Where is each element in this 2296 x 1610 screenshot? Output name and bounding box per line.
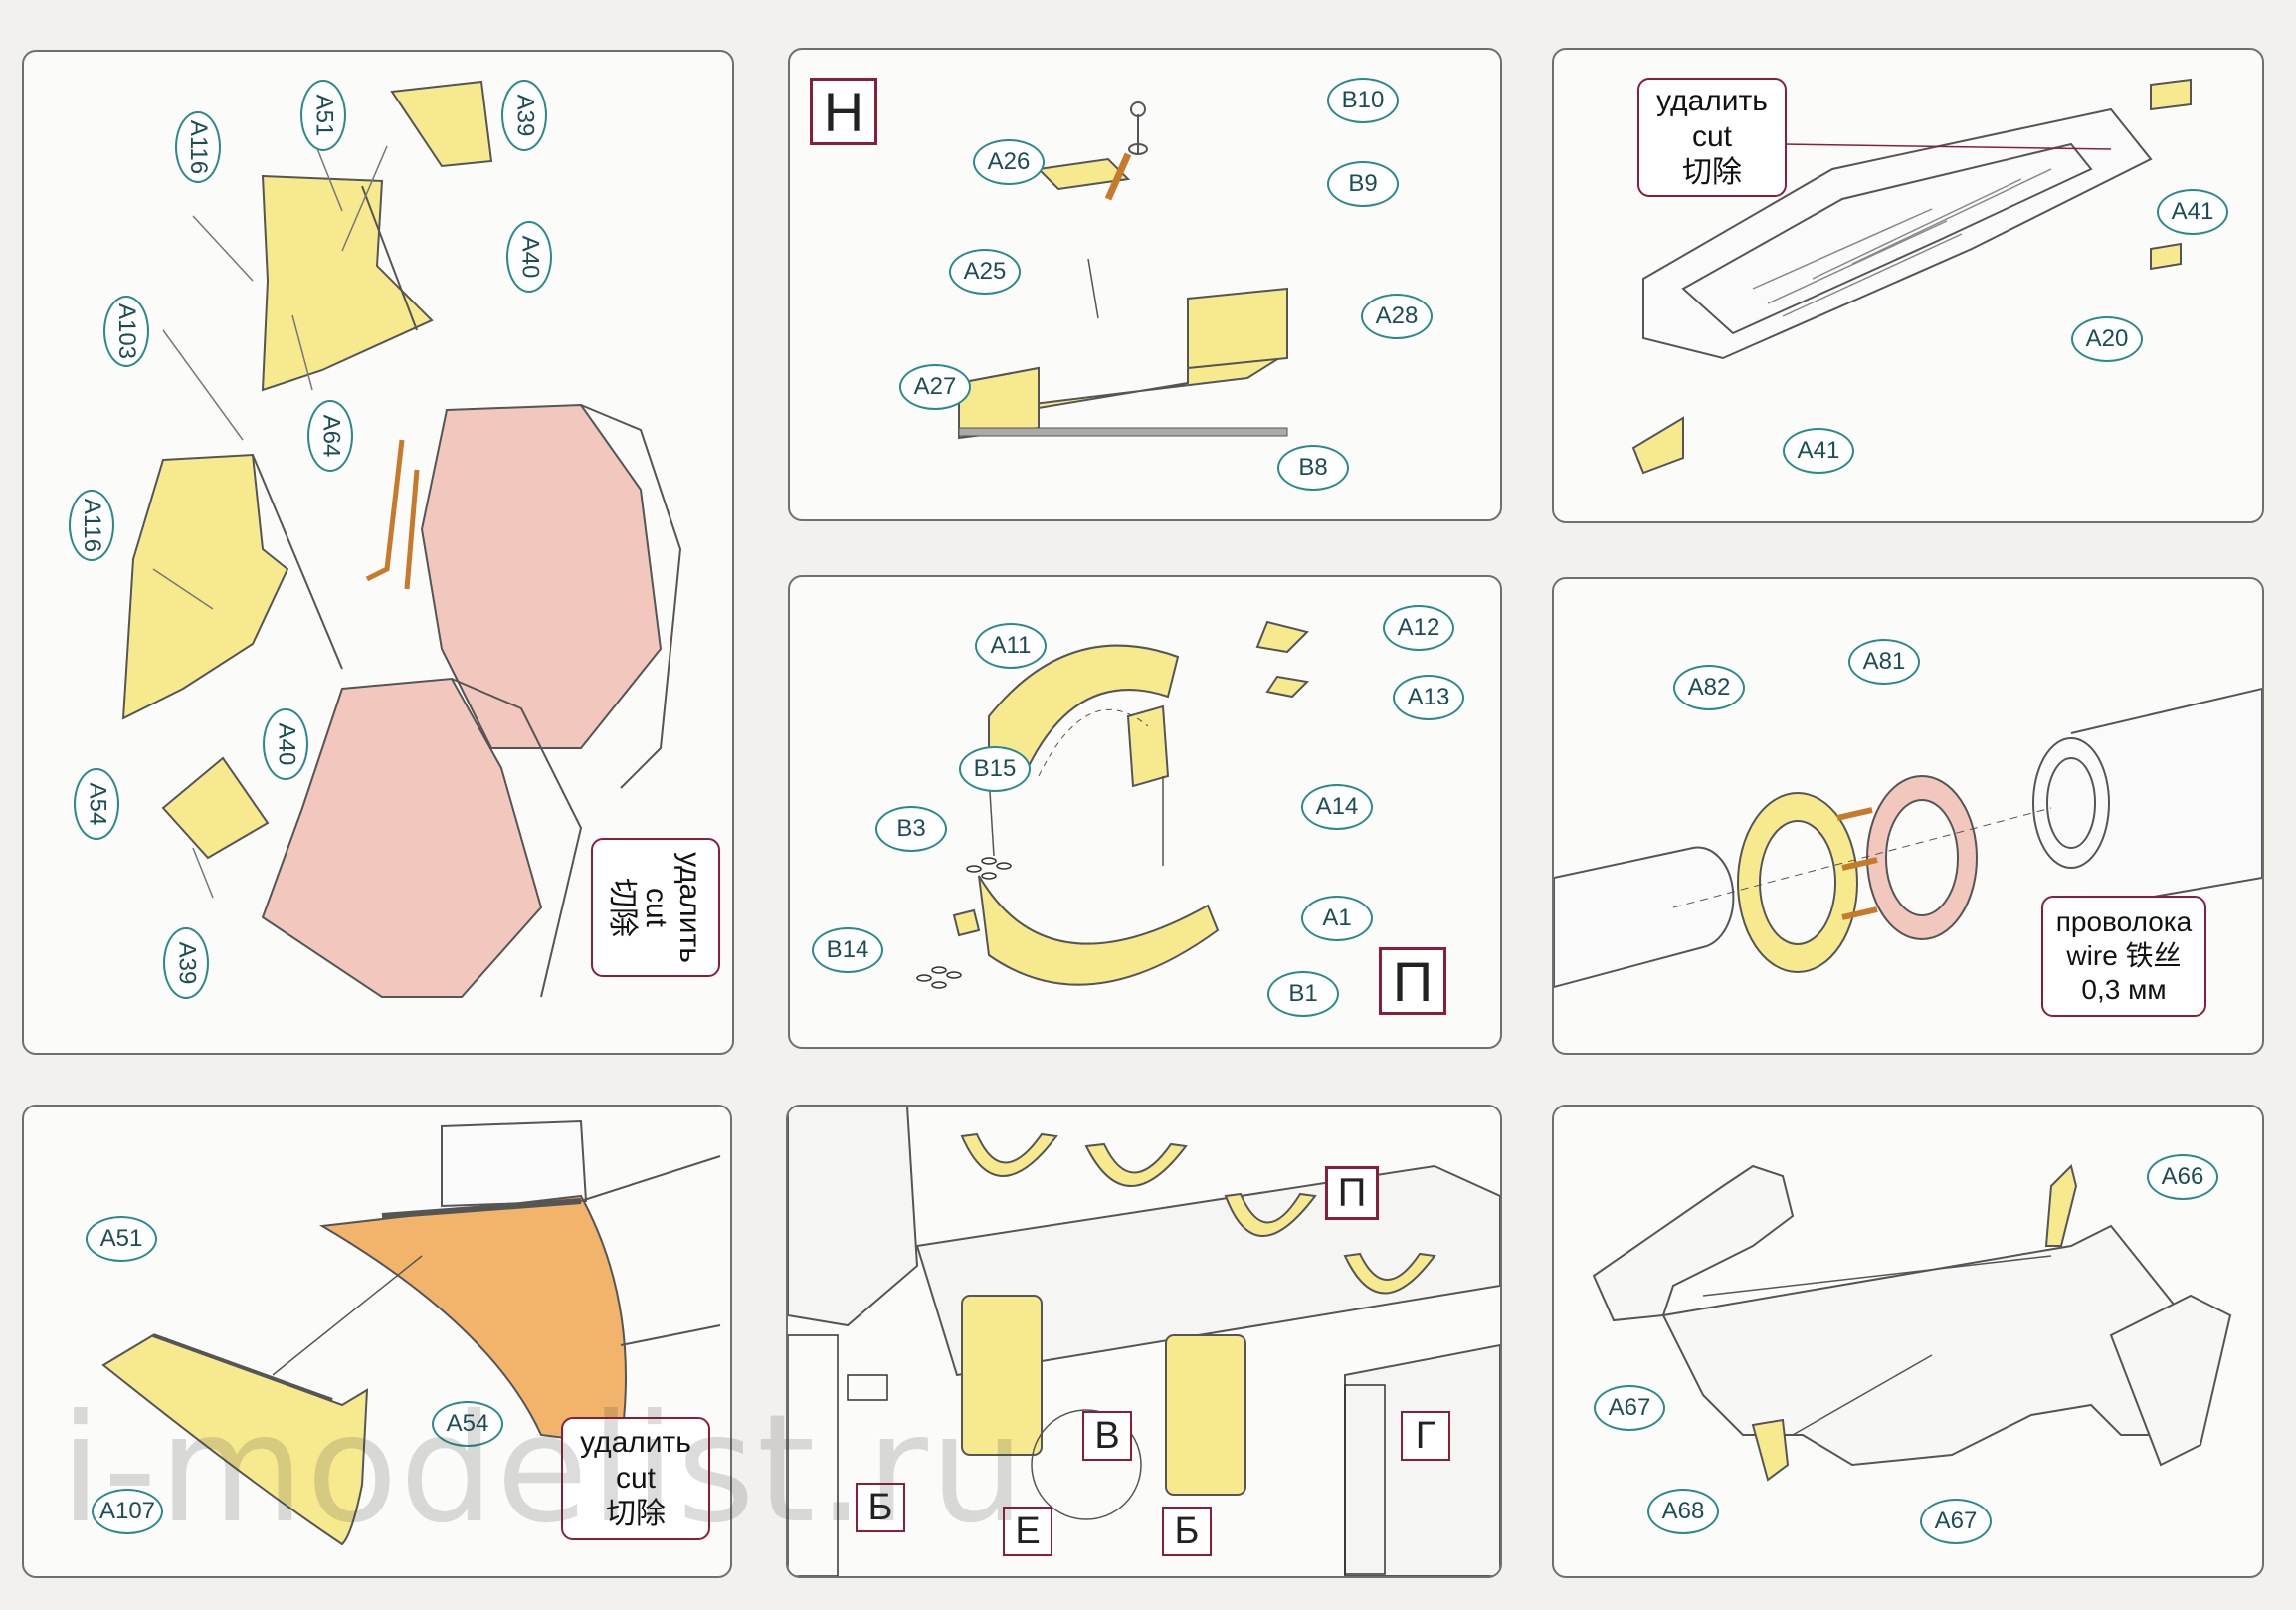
label-A54-bottom: A54 <box>432 1401 503 1447</box>
step-B-left: Б <box>856 1483 905 1532</box>
label-B9: B9 <box>1327 161 1399 207</box>
label-A103: A103 <box>103 296 149 367</box>
step-V-marker: В <box>1082 1411 1132 1461</box>
chassis-frame-drawing <box>1592 1164 2232 1482</box>
panel-gun-rings: A82 A81 проволока wire 铁丝 0,3 мм <box>1552 577 2264 1055</box>
label-B3: B3 <box>875 806 947 852</box>
step-H-drawing <box>958 101 1288 440</box>
label-A27: A27 <box>899 364 971 410</box>
step-P-drawing <box>916 620 1310 989</box>
panel-chassis-frame: A66 A67 A68 A67 <box>1552 1105 2264 1578</box>
label-B8: B8 <box>1277 445 1349 491</box>
watermark: i-modelist.ru <box>60 1383 1027 1556</box>
label-B15: B15 <box>959 746 1031 792</box>
panel-fender-side: A51 A54 A107 удалить cut 切除 <box>22 1105 732 1578</box>
step-E-marker: Е <box>1003 1507 1052 1556</box>
label-A68: A68 <box>1647 1489 1719 1534</box>
label-A107: A107 <box>92 1489 163 1534</box>
label-A28: A28 <box>1361 294 1433 339</box>
step-B-right: Б <box>1162 1507 1212 1556</box>
label-A20: A20 <box>2071 316 2143 362</box>
label-A39-bottom: A39 <box>163 927 209 999</box>
label-A64: A64 <box>307 400 353 472</box>
label-A41-bottom: A41 <box>1783 428 1854 474</box>
fender-side-drawing <box>101 1119 721 1546</box>
label-A51-top: A51 <box>300 80 346 151</box>
label-B14: B14 <box>812 927 883 973</box>
label-A67-right: A67 <box>1920 1499 1992 1544</box>
label-B10: B10 <box>1327 78 1399 123</box>
label-A82: A82 <box>1673 665 1745 710</box>
label-A116-top: A116 <box>175 111 221 183</box>
fender-assembly-drawing <box>121 80 682 998</box>
label-A81: A81 <box>1848 639 1920 685</box>
gun-rings-drawing <box>1554 687 2262 989</box>
label-A54-side: A54 <box>74 768 119 840</box>
label-A41-right: A41 <box>2157 189 2228 235</box>
step-H-marker: Н <box>810 78 877 145</box>
label-A13: A13 <box>1393 675 1464 720</box>
label-A1: A1 <box>1301 896 1373 941</box>
cut-note-panel6: удалить cut 切除 <box>561 1417 710 1540</box>
label-A11: A11 <box>975 623 1047 669</box>
wire-note: проволока wire 铁丝 0,3 мм <box>2041 896 2206 1017</box>
label-A26: A26 <box>973 139 1045 185</box>
label-A66: A66 <box>2147 1154 2218 1200</box>
label-B1: B1 <box>1267 971 1339 1017</box>
panel-engine-deck: удалить cut 切除 A41 A20 A41 <box>1552 48 2264 523</box>
cut-note-panel1: удалить cut 切除 <box>591 838 720 977</box>
label-A67-left: A67 <box>1594 1385 1665 1431</box>
hull-overview-drawing <box>788 1107 1500 1576</box>
engine-deck-drawing <box>1631 78 2192 475</box>
label-A116-mid: A116 <box>69 490 114 561</box>
panel-step-H: Н B10 A26 B9 A25 A28 A27 B8 <box>788 48 1502 521</box>
step-G-marker: Г <box>1401 1411 1450 1461</box>
step-P-marker: П <box>1379 947 1446 1015</box>
step-P-overview: П <box>1325 1166 1379 1220</box>
label-A51-bottom: A51 <box>86 1216 157 1262</box>
panel-hull-overview: П В Г Б Е Б <box>786 1105 1502 1578</box>
label-A40-mid: A40 <box>263 708 308 780</box>
label-A25: A25 <box>949 249 1021 295</box>
label-A14: A14 <box>1301 784 1373 830</box>
label-A39-top: A39 <box>501 80 547 151</box>
label-A12: A12 <box>1383 605 1454 651</box>
label-A40-top: A40 <box>506 221 552 293</box>
panel-fender-assembly: A39 A51 A116 A40 A103 A64 A116 A40 A54 A… <box>22 50 734 1055</box>
cut-note-panel3: удалить cut 切除 <box>1637 78 1787 197</box>
panel-step-P: A11 A12 A13 B15 A14 B3 A1 B14 B1 П <box>788 575 1502 1049</box>
